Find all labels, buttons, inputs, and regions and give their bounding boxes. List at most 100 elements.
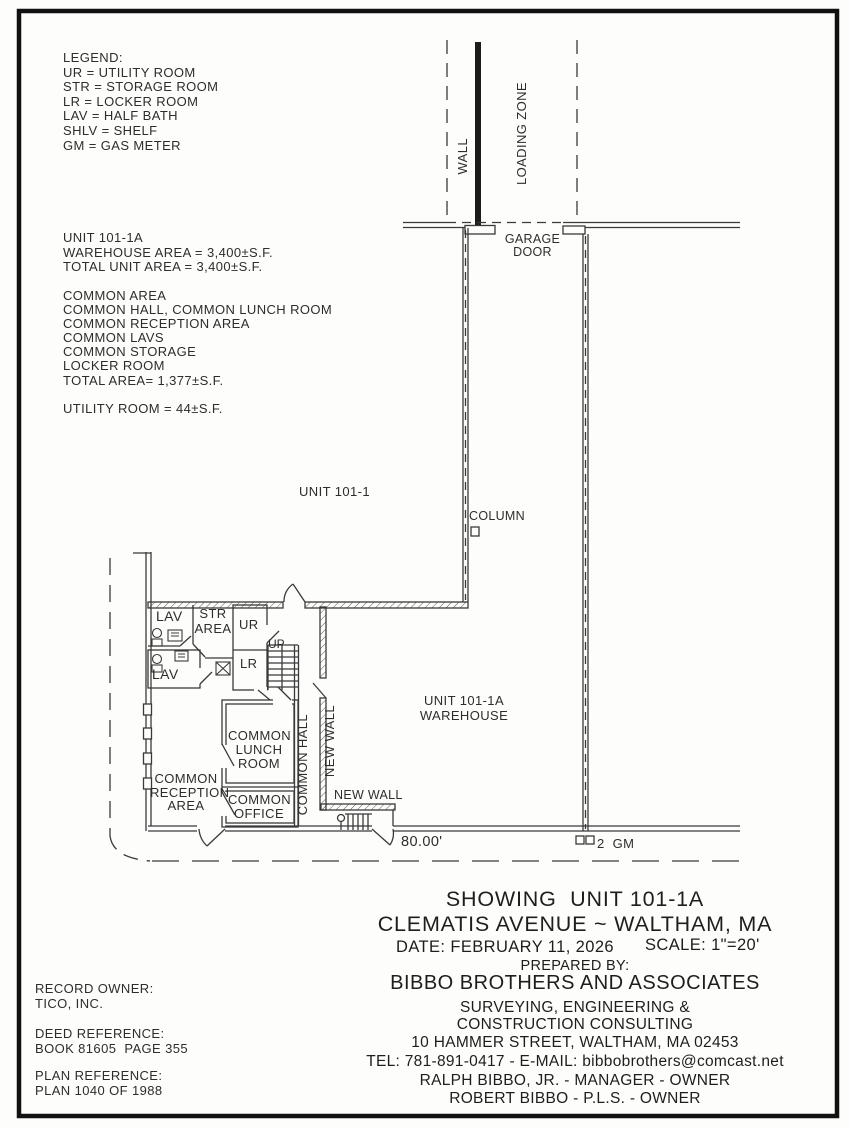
exterior-stair xyxy=(336,813,372,830)
gas-meters xyxy=(575,835,595,845)
toilet-icon xyxy=(151,627,163,639)
door-leaf xyxy=(277,686,292,701)
garage-jamb-left xyxy=(464,224,496,235)
plan-reference-value: PLAN 1040 OF 1988 xyxy=(35,1083,163,1098)
door-leaf xyxy=(266,630,280,644)
door-leaf xyxy=(179,635,192,647)
door-leaf xyxy=(221,791,236,816)
note-line: COMMON STORAGE xyxy=(63,344,197,360)
note-line: WAREHOUSE AREA = 3,400±S.F. xyxy=(63,244,274,260)
room-label-lunch: COMMON LUNCH ROOM xyxy=(228,728,292,771)
column-label: COLUMN xyxy=(469,509,525,523)
unit-101-1-label: UNIT 101-1 xyxy=(299,484,370,499)
room-label-hall: COMMON HALL xyxy=(295,714,310,816)
dimension-label: 80.00' xyxy=(401,834,443,850)
column-marker xyxy=(470,526,480,537)
stairs-up xyxy=(267,644,298,690)
room-label-lav1: LAV xyxy=(156,608,183,624)
wall-label: WALL xyxy=(455,138,470,175)
utility-room-note: UTILITY ROOM = 44±S.F. xyxy=(63,401,223,416)
legend-item: LR = LOCKER ROOM xyxy=(63,93,199,109)
new-wall-horizontal xyxy=(320,803,396,826)
unit-division-wall xyxy=(462,228,469,602)
window-mark xyxy=(142,777,153,790)
title-street: 10 HAMMER STREET, WALTHAM, MA 02453 xyxy=(411,1034,739,1051)
door-leaf xyxy=(206,828,226,847)
bottom-wall xyxy=(148,825,740,847)
title-scale: SCALE: 1"=20' xyxy=(645,936,760,954)
fixtures xyxy=(151,627,231,676)
window-mark xyxy=(142,752,153,765)
new-wall-label-horizontal: NEW WALL xyxy=(334,788,403,802)
legend-item: UR = UTILITY ROOM xyxy=(63,64,196,80)
title-showing: SHOWING UNIT 101-1A xyxy=(445,887,705,911)
room-label-lr: LR xyxy=(240,656,258,671)
record-owner-value: TICO, INC. xyxy=(35,996,104,1011)
title-contact: TEL: 781-891-0417 - E-MAIL: bibbobrother… xyxy=(366,1053,784,1070)
legend-item: STR = STORAGE ROOM xyxy=(63,79,219,95)
garage-door-label: GARAGE DOOR xyxy=(504,232,561,259)
note-line: TOTAL AREA= 1,377±S.F. xyxy=(63,372,224,388)
common-area-notes: COMMON AREA COMMON HALL, COMMON LUNCH RO… xyxy=(63,288,333,388)
plan-reference-label: PLAN REFERENCE: xyxy=(35,1068,163,1083)
window-mark xyxy=(142,727,153,740)
note-line: LOCKER ROOM xyxy=(63,358,165,374)
sheet-frame xyxy=(16,8,840,1119)
door-leaf xyxy=(257,689,271,701)
gas-meter-label: 2 GM xyxy=(597,836,635,851)
room-label-reception: COMMON RECEPTION AREA xyxy=(150,771,230,813)
left-wall xyxy=(133,552,153,831)
title-owner-2: ROBERT BIBBO - P.L.S. - OWNER xyxy=(449,1090,701,1107)
legend-item: SHLV = SHELF xyxy=(63,122,158,138)
sink-icon xyxy=(174,650,189,662)
sink-icon xyxy=(167,629,183,642)
sink-icon xyxy=(215,661,231,676)
deed-reference-label: DEED REFERENCE: xyxy=(35,1026,165,1041)
title-services-1: SURVEYING, ENGINEERING & xyxy=(460,999,690,1016)
title-date: DATE: FEBRUARY 11, 2026 xyxy=(396,938,614,956)
door-leaf xyxy=(221,743,235,767)
title-address: CLEMATIS AVENUE ~ WALTHAM, MA xyxy=(377,912,773,936)
right-unit-wall xyxy=(582,234,589,831)
note-line: COMMON LAVS xyxy=(63,330,164,346)
door-leaf xyxy=(371,828,391,846)
note-line: COMMON AREA xyxy=(63,288,167,303)
room-label-office: COMMON OFFICE xyxy=(228,792,292,821)
room-label-ur: UR xyxy=(239,617,259,632)
lunch-office-walls xyxy=(219,686,299,828)
door-leaf xyxy=(292,583,306,603)
room-label-lav2: LAV xyxy=(152,666,179,682)
toilet-icon xyxy=(151,664,163,673)
main-interior-wall xyxy=(147,583,469,609)
legend-title: LEGEND: xyxy=(63,50,123,65)
new-wall-label-vertical: NEW WALL xyxy=(322,705,337,778)
stairs-up-label: UP xyxy=(268,637,285,651)
record-owner-label: RECORD OWNER: xyxy=(35,981,154,996)
window-mark xyxy=(142,703,153,716)
door-leaf xyxy=(312,682,327,699)
legend: LEGEND: UR = UTILITY ROOM STR = STORAGE … xyxy=(63,50,219,153)
toilet-icon xyxy=(151,653,163,665)
legend-item: GM = GAS METER xyxy=(63,137,181,153)
loading-zone-lines xyxy=(446,40,578,226)
door-swing xyxy=(198,828,208,847)
unit-area-notes: UNIT 101-1A WAREHOUSE AREA = 3,400±S.F. … xyxy=(63,230,274,275)
door-swing xyxy=(389,828,395,846)
title-services-2: CONSTRUCTION CONSULTING xyxy=(456,1016,694,1033)
garage-jamb-right xyxy=(562,225,586,235)
loading-zone-label: LOADING ZONE xyxy=(514,82,529,186)
title-company: BIBBO BROTHERS AND ASSOCIATES xyxy=(390,972,760,994)
legend-item: LAV = HALF BATH xyxy=(63,108,178,124)
title-owner-1: RALPH BIBBO, JR. - MANAGER - OWNER xyxy=(419,1072,731,1089)
top-wall xyxy=(403,221,740,235)
toilet-icon xyxy=(151,638,163,647)
note-line: COMMON HALL, COMMON LUNCH ROOM xyxy=(63,302,333,318)
deed-reference-value: BOOK 81605 PAGE 355 xyxy=(35,1041,189,1056)
note-line: COMMON RECEPTION AREA xyxy=(63,316,250,332)
door-swing xyxy=(283,583,294,603)
door-leaf xyxy=(199,671,213,685)
property-line xyxy=(109,558,740,862)
warehouse-label: UNIT 101-1A WAREHOUSE xyxy=(419,693,509,723)
